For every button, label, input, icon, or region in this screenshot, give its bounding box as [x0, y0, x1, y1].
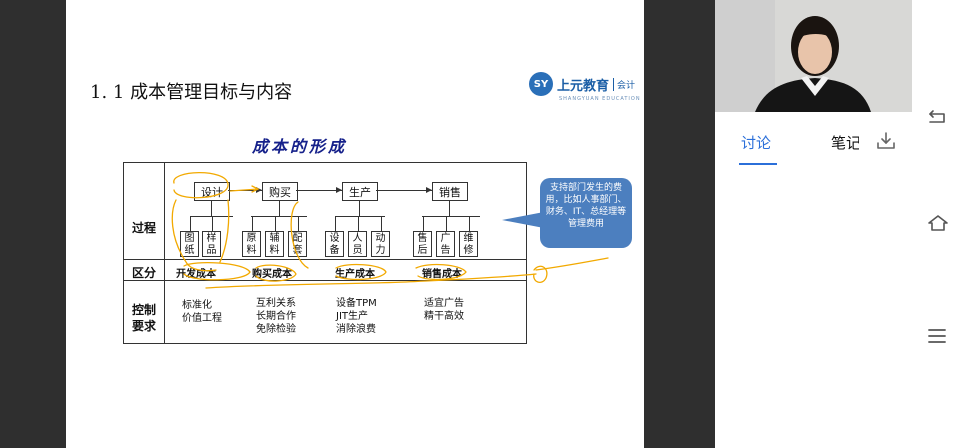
diagram-divider-row1 — [124, 259, 526, 260]
arrow-line-3 — [376, 190, 432, 191]
cost-formation-diagram: 过程 区分 控制 要求 设计 购买 生产 销售 图纸 样品 原料 辅料 配套 — [123, 162, 527, 344]
cost-sales: 销售成本 — [422, 269, 462, 280]
control-item: 标准化 — [182, 300, 212, 311]
control-sales: 适宜广告 精干高效 — [424, 297, 464, 323]
drop-9 — [423, 216, 424, 231]
control-purchase: 互利关系 长期合作 免除检验 — [256, 297, 296, 336]
connector-production — [359, 200, 360, 216]
left-dark-bar — [0, 0, 66, 448]
branch-sales — [422, 216, 480, 217]
drop-1 — [190, 216, 191, 231]
active-tab-indicator — [739, 163, 777, 165]
drop-7 — [358, 216, 359, 231]
branch-purchase — [251, 216, 307, 217]
logo-subtext: 会计 — [613, 77, 635, 91]
presenter-image — [715, 0, 912, 112]
branch-production — [335, 216, 385, 217]
callout-bubble: 支持部门发生的费用，比如人事部门、财务、IT、总经理等管理费用 — [540, 178, 632, 248]
control-item: 互利关系 — [256, 298, 296, 309]
tab-discussion[interactable]: 讨论 — [741, 134, 772, 152]
back-icon[interactable] — [926, 106, 948, 132]
arrow-line-2 — [296, 190, 342, 191]
drop-3 — [252, 216, 253, 231]
stage-purchase: 购买 — [262, 182, 298, 201]
stage-sales: 销售 — [432, 182, 468, 201]
sub-item-power: 动力 — [371, 231, 390, 257]
control-item: 价值工程 — [182, 313, 222, 324]
sub-item-repair: 维修 — [459, 231, 478, 257]
arrow-heads — [256, 187, 432, 193]
control-design: 标准化 价值工程 — [182, 299, 222, 325]
menu-icon[interactable] — [926, 326, 948, 350]
sub-item-accessories: 配套 — [288, 231, 307, 257]
diagram-divider-vertical — [164, 163, 165, 343]
control-item: 长期合作 — [256, 311, 296, 322]
drop-4 — [275, 216, 276, 231]
control-item: 设备TPM — [336, 298, 377, 309]
control-item: 精干高效 — [424, 311, 464, 322]
row-label-process: 过程 — [131, 221, 156, 235]
control-production: 设备TPM JIT生产 消除浪费 — [336, 297, 377, 336]
logo-mark: SY — [529, 72, 553, 96]
drop-2 — [212, 216, 213, 231]
sub-item-drawings: 图纸 — [180, 231, 199, 257]
control-item: 免除检验 — [256, 324, 296, 335]
sub-item-after-sales: 售后 — [413, 231, 432, 257]
middle-dark-bar — [644, 0, 715, 448]
callout-tail — [502, 212, 544, 228]
logo-tagline: SHANGYUAN EDUCATION — [559, 96, 641, 102]
connector-sales — [449, 200, 450, 216]
slide-title: 1. 1 成本管理目标与内容 — [90, 82, 293, 103]
control-item: JIT生产 — [336, 311, 369, 322]
teacher-video[interactable] — [715, 0, 912, 112]
row-label-requirement: 要求 — [131, 319, 156, 333]
connector-purchase — [279, 200, 280, 216]
sub-item-advertising: 广告 — [436, 231, 455, 257]
drop-11 — [469, 216, 470, 231]
sub-item-samples: 样品 — [202, 231, 221, 257]
brand-logo: SY 上元教育 会计 — [529, 72, 635, 96]
row-label-control: 控制 — [131, 303, 156, 317]
control-item: 适宜广告 — [424, 298, 464, 309]
diagram-title: 成本的形成 — [252, 137, 348, 156]
sub-item-personnel: 人员 — [348, 231, 367, 257]
cost-production: 生产成本 — [335, 269, 375, 280]
sub-item-equipment: 设备 — [325, 231, 344, 257]
stage-production: 生产 — [342, 182, 378, 201]
download-icon[interactable] — [875, 130, 897, 156]
row-label-divide: 区分 — [131, 266, 156, 280]
drop-5 — [298, 216, 299, 231]
panel-tabs: 讨论 笔记 — [715, 128, 912, 168]
drop-10 — [446, 216, 447, 231]
drop-6 — [335, 216, 336, 231]
system-nav-strip — [912, 0, 960, 448]
cost-development: 开发成本 — [176, 269, 216, 280]
cost-purchase: 购买成本 — [252, 269, 292, 280]
diagram-divider-row2 — [124, 280, 526, 281]
tab-notes[interactable]: 笔记 — [831, 134, 859, 152]
side-panel: 讨论 笔记 — [715, 0, 912, 448]
sub-item-raw-material: 原料 — [242, 231, 261, 257]
connector-design — [211, 200, 212, 216]
home-icon[interactable] — [926, 212, 950, 238]
presentation-slide: 1. 1 成本管理目标与内容 SY 上元教育 会计 SHANGYUAN EDUC… — [66, 0, 644, 448]
sub-item-auxiliary: 辅料 — [265, 231, 284, 257]
logo-text: 上元教育 — [557, 78, 610, 94]
drop-8 — [381, 216, 382, 231]
control-item: 消除浪费 — [336, 324, 376, 335]
